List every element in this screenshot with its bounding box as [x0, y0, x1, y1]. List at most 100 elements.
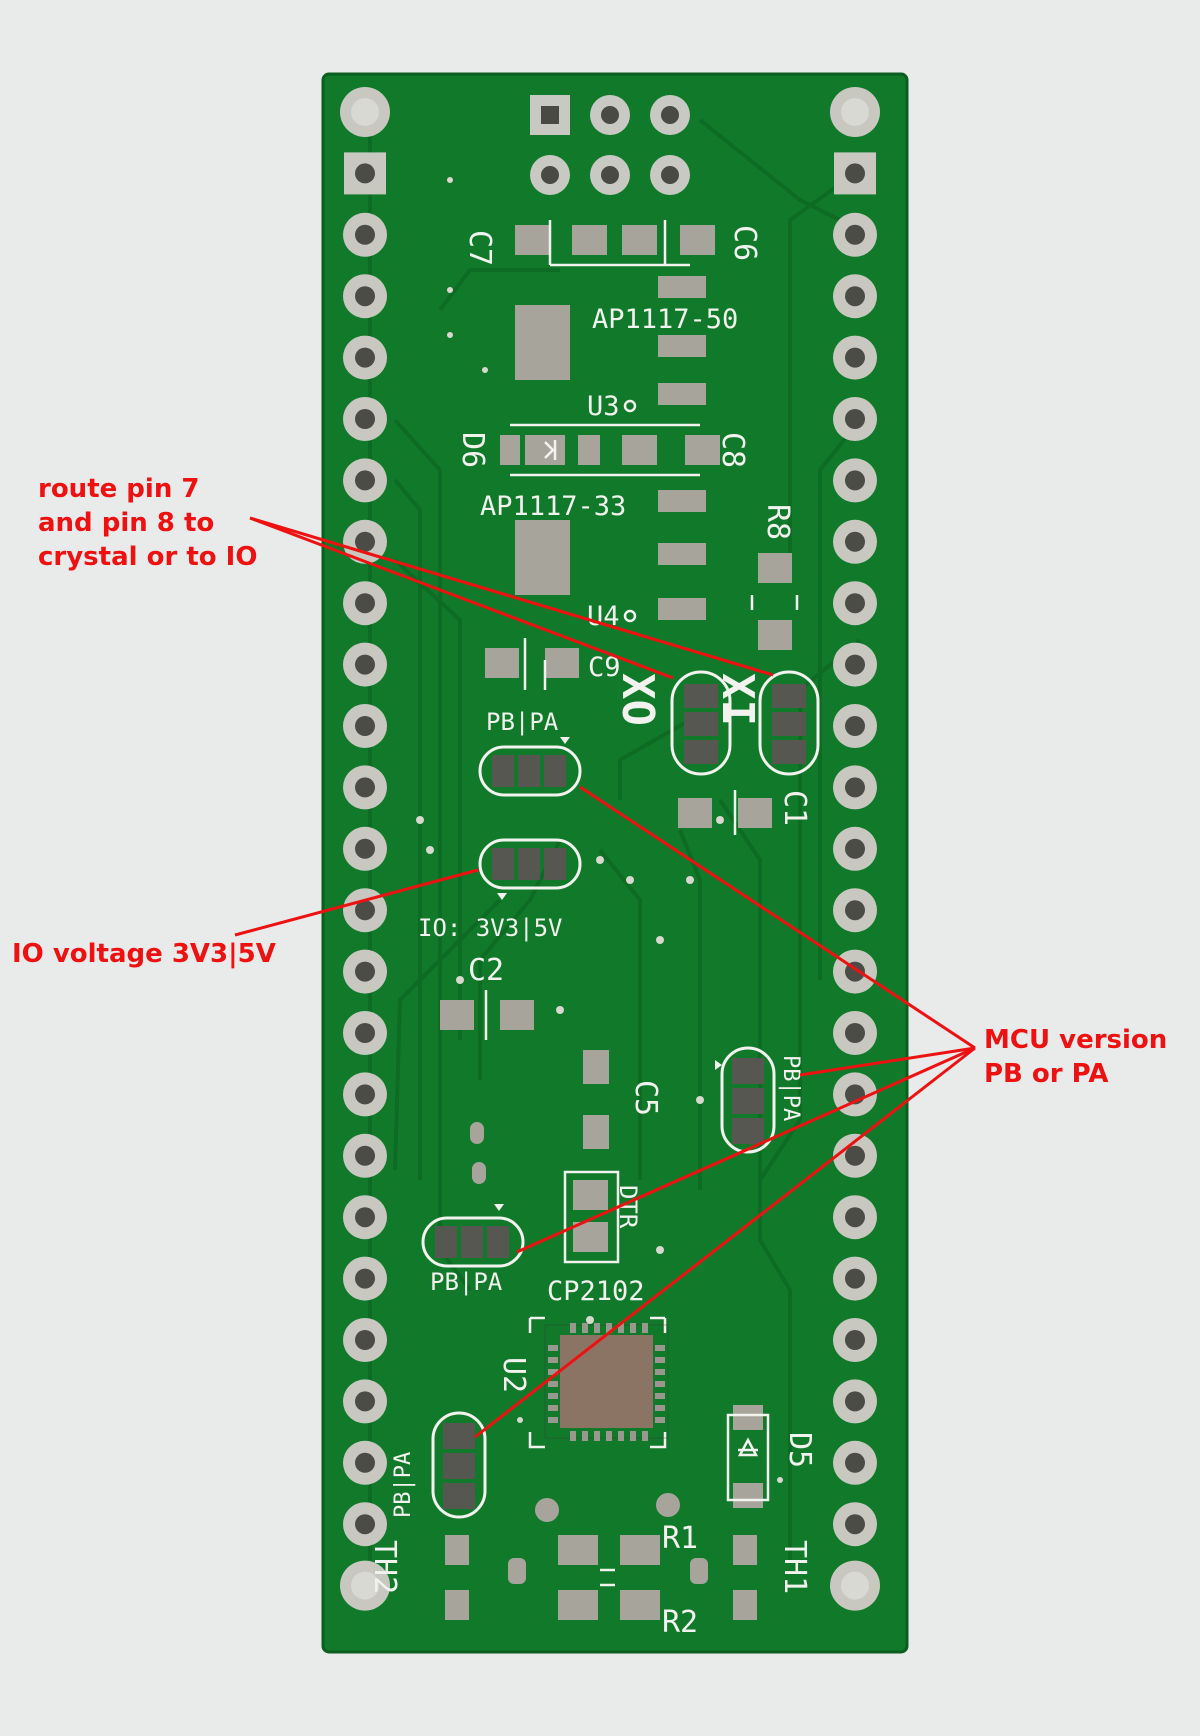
header-pin-hole — [355, 163, 375, 184]
chip-pin — [618, 1431, 624, 1441]
pcb-board-edge — [321, 72, 909, 1654]
chip-pin — [548, 1345, 558, 1351]
silkscreen-labels: C7 C6 AP1117-50 U3 D6 C8 AP1117-33 R8 U4… — [367, 225, 817, 1640]
label-u3: U3 — [587, 391, 620, 422]
copper-traces — [368, 110, 862, 1560]
label-pbpa-right: PB|PA — [778, 1055, 803, 1121]
label-ap1117-50: AP1117-50 — [592, 304, 738, 335]
label-r8: R8 — [760, 504, 795, 540]
chip-pin — [570, 1431, 576, 1441]
header-pin-hole — [845, 1391, 865, 1412]
header-pins-right — [830, 87, 880, 1611]
chip-pin — [594, 1323, 600, 1333]
header-pin-hole — [355, 961, 375, 982]
header-pin-hole — [845, 654, 865, 675]
header-pin-hole — [355, 1452, 375, 1473]
header-pin-hole — [355, 1084, 375, 1105]
label-r2: R2 — [662, 1605, 698, 1640]
solder-jumper-xo — [670, 670, 732, 776]
header-pin-hole — [845, 1207, 865, 1228]
header-pin-hole — [845, 163, 865, 184]
label-d5: D5 — [782, 1432, 817, 1468]
header-pin-hole — [845, 347, 865, 368]
chip-pin — [655, 1369, 665, 1375]
cp2102-chip — [544, 1323, 669, 1441]
header-pin-hole — [845, 224, 865, 245]
label-r1: R1 — [662, 1521, 698, 1556]
annotation-route-line-3: crystal or to IO — [38, 542, 258, 572]
solder-jumper-io — [478, 838, 582, 900]
chip-pin — [655, 1405, 665, 1411]
header-pin-hole — [355, 1391, 375, 1412]
annotation-mcu: MCU version PB or PA — [984, 1023, 1167, 1091]
io-line — [234, 868, 479, 937]
chip-pin — [582, 1431, 588, 1441]
header-pin-hole — [841, 98, 869, 126]
chip-pin — [630, 1323, 636, 1333]
header-pin-hole — [841, 1571, 869, 1600]
route-line-xo — [249, 516, 674, 680]
label-xi: XI — [712, 673, 763, 726]
header-2x3 — [530, 95, 690, 195]
header-pin-hole — [845, 716, 865, 736]
label-c8: C8 — [715, 432, 750, 468]
header-pin-hole — [355, 654, 375, 675]
chip-pin — [655, 1381, 665, 1387]
label-c2: C2 — [468, 953, 504, 988]
annotation-mcu-line-2: PB or PA — [984, 1059, 1109, 1089]
solder-jumper-pbpa-right — [715, 1046, 776, 1154]
header-pin-hole — [845, 531, 865, 552]
chip-pin — [655, 1345, 665, 1351]
annotation-route: route pin 7 and pin 8 to crystal or to I… — [38, 472, 257, 574]
header-pin-hole — [845, 1145, 865, 1166]
mcu-line-right — [799, 1046, 976, 1077]
label-pbpa-mid: PB|PA — [430, 1268, 503, 1296]
header-pin-hole — [845, 1023, 865, 1043]
header-pin-hole — [845, 900, 865, 921]
label-c6: C6 — [727, 225, 762, 261]
chip-pin — [548, 1369, 558, 1375]
chip-pin — [606, 1323, 612, 1333]
header-pin-hole — [355, 900, 375, 921]
label-c1: C1 — [777, 790, 812, 826]
chip-pin — [606, 1431, 612, 1441]
label-xo: XO — [612, 673, 663, 726]
chip-pin — [548, 1405, 558, 1411]
mcu-line-bottom — [474, 1046, 976, 1439]
header-pin-hole — [355, 470, 375, 491]
header-pin-hole — [355, 1023, 375, 1043]
solder-jumper-pbpa-top — [478, 737, 582, 797]
solder-jumper-xi — [758, 670, 820, 776]
chip-pin — [655, 1417, 665, 1423]
label-pbpa-top: PB|PA — [486, 708, 559, 736]
label-ap1117-33: AP1117-33 — [480, 491, 626, 522]
solder-jumper-pbpa-bottom — [431, 1411, 487, 1519]
chip-pin — [548, 1417, 558, 1423]
header-pin-hole — [355, 1514, 375, 1535]
header-pin-hole — [355, 1268, 375, 1289]
mcu-line-top — [579, 785, 976, 1050]
chip-pin — [655, 1393, 665, 1399]
header-pin-hole — [355, 716, 375, 736]
annotation-route-line-1: route pin 7 — [38, 474, 200, 504]
annotation-io-voltage: IO voltage 3V3|5V — [12, 939, 276, 969]
header-pin-hole — [355, 838, 375, 859]
header-pin-hole — [355, 1330, 375, 1350]
mcu-line-mid — [516, 1046, 976, 1254]
header-pin-hole — [355, 593, 375, 614]
annotation-lines — [234, 516, 976, 1439]
silkscreen-outlines — [484, 220, 799, 1587]
label-io: IO: 3V3|5V — [418, 914, 563, 942]
solder-jumper-pbpa-mid — [421, 1204, 525, 1268]
header-pin-hole — [355, 1145, 375, 1166]
label-th2: TH2 — [367, 1540, 402, 1594]
header-pin-hole — [351, 98, 379, 126]
chip-pin — [642, 1431, 648, 1441]
vias — [416, 177, 783, 1483]
chip-pin — [655, 1357, 665, 1363]
header-pin-hole — [355, 531, 375, 552]
label-pbpa-bottom: PB|PA — [391, 1452, 416, 1518]
annotation-route-line-2: and pin 8 to — [38, 508, 215, 538]
header-pin-hole — [355, 286, 375, 307]
label-cp2102: CP2102 — [547, 1276, 645, 1307]
